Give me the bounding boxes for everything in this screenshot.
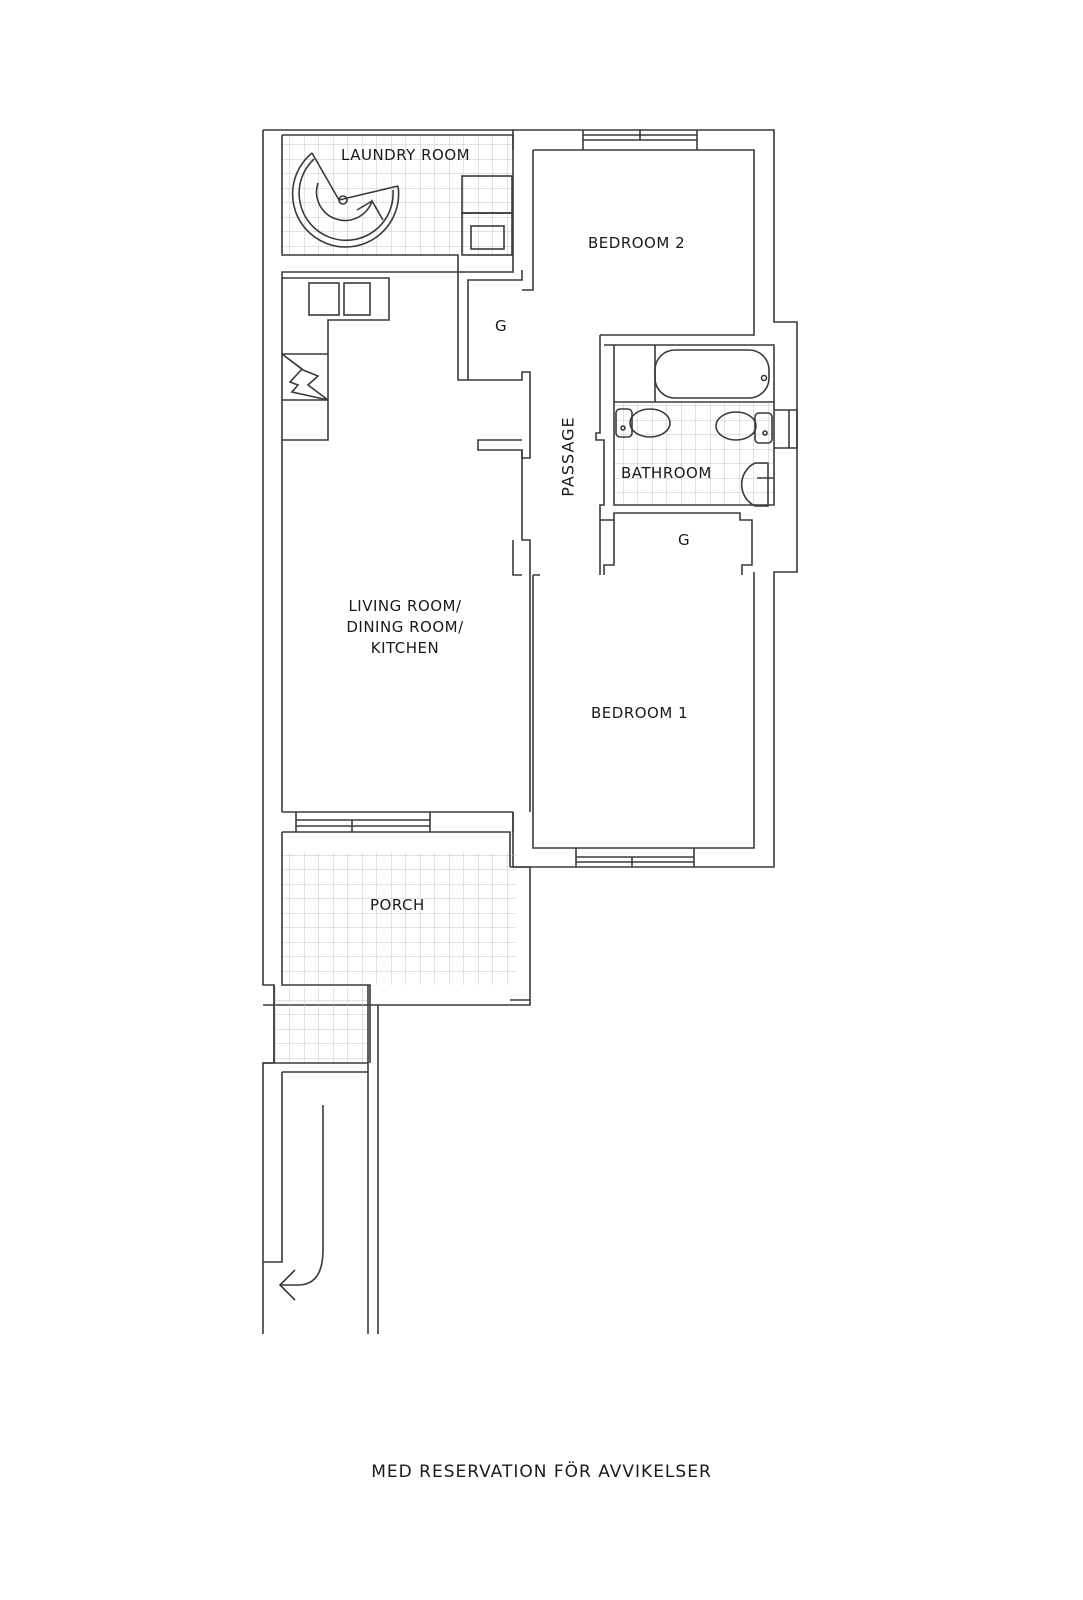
room-label-closet-lower: G: [678, 531, 691, 549]
bathtub-icon: [654, 349, 770, 399]
disclaimer-text: MED RESERVATION FÖR AVVIKELSER: [371, 1462, 712, 1482]
room-label-passage: PASSAGE: [558, 416, 578, 497]
room-label-bedroom-1: BEDROOM 1: [591, 704, 689, 722]
sink-icon: [740, 462, 769, 507]
stove-icon: [308, 282, 340, 316]
room-label-bathroom: BATHROOM: [621, 464, 712, 482]
toilet-icon: [715, 411, 773, 444]
room-label-living-dining-kitchen: LIVING ROOM/ DINING ROOM/ KITCHEN: [346, 597, 464, 657]
room-label-bedroom-2: BEDROOM 2: [588, 234, 686, 252]
dryer-icon: [461, 212, 513, 256]
spiral-staircase-icon: [291, 152, 400, 248]
bathroom-floor: [614, 403, 774, 505]
porch-floor: [282, 853, 516, 985]
laundry-floor: [282, 135, 512, 255]
room-label-laundry: LAUNDRY ROOM: [341, 146, 471, 164]
room-label-porch: PORCH: [370, 896, 425, 914]
ramp-arrow-icon: [278, 1105, 324, 1301]
fireplace-icon: [281, 353, 329, 401]
room-label-closet-upper: G: [495, 317, 508, 335]
toilet-icon: [615, 408, 671, 438]
walkway-floor: [274, 987, 368, 1063]
